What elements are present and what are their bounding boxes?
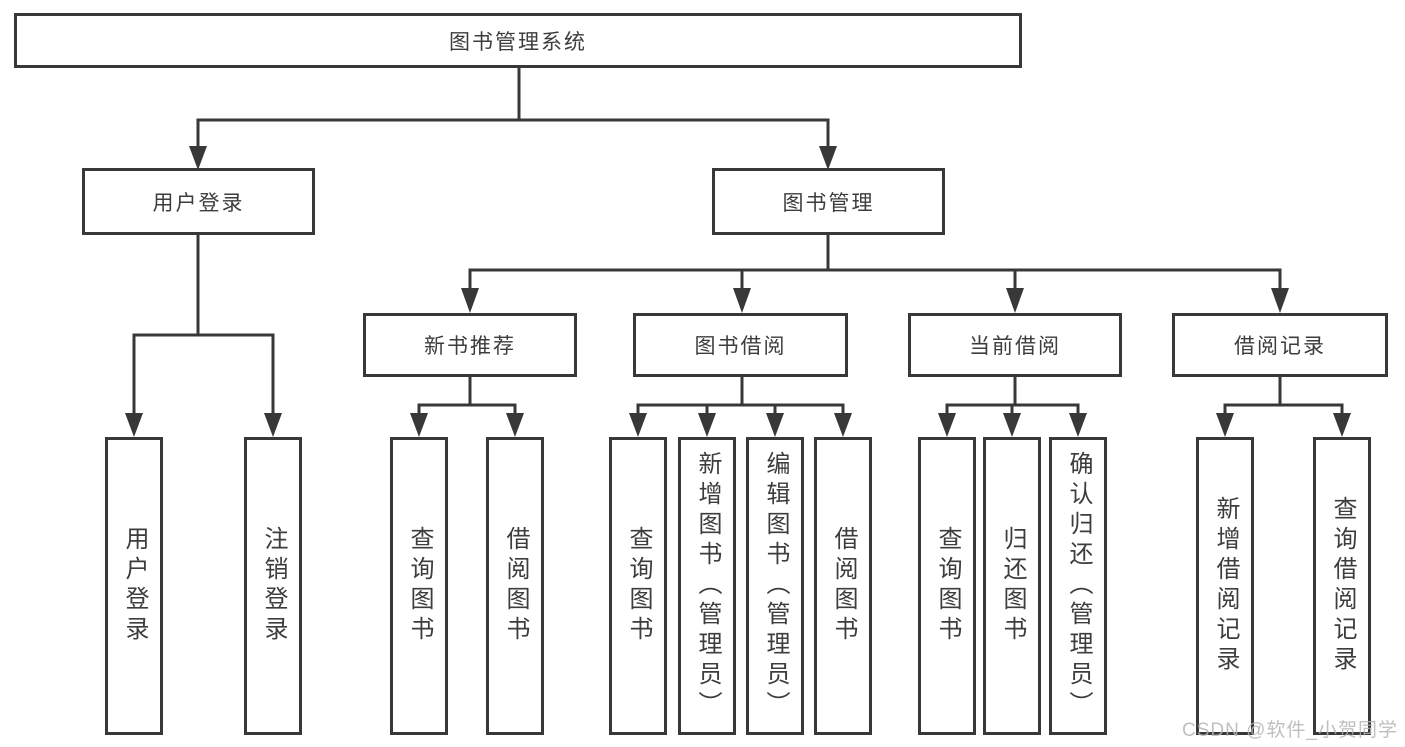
node-leaf-login-label: 用户登录 (121, 526, 148, 646)
node-leaf-logout-label: 注销登录 (260, 526, 287, 646)
node-leaf-bb-add-books-admin-label: 新增图书（管理员） (694, 451, 721, 721)
node-leaf-bb-edit-books-admin: 编辑图书（管理员） (746, 437, 804, 735)
node-borrow-records: 借阅记录 (1172, 313, 1388, 377)
node-book-borrow-label: 图书借阅 (694, 335, 787, 358)
node-leaf-br-query-record-label: 查询借阅记录 (1329, 496, 1356, 676)
node-leaf-bb-edit-books-admin-label: 编辑图书（管理员） (762, 451, 789, 721)
node-leaf-bb-query-books-label: 查询图书 (625, 526, 652, 646)
node-new-book-recommend: 新书推荐 (363, 313, 577, 377)
node-leaf-nbr-query-books: 查询图书 (390, 437, 448, 735)
node-borrow-records-label: 借阅记录 (1234, 335, 1326, 358)
node-book-borrow: 图书借阅 (633, 313, 848, 377)
node-leaf-br-add-record-label: 新增借阅记录 (1212, 496, 1239, 676)
node-book-management: 图书管理 (712, 168, 945, 235)
node-leaf-nbr-borrow-books: 借阅图书 (486, 437, 544, 735)
node-leaf-cb-query-books: 查询图书 (918, 437, 976, 735)
node-current-borrow-label: 当前借阅 (969, 335, 1061, 358)
node-leaf-login: 用户登录 (105, 437, 163, 735)
node-leaf-cb-confirm-return-admin-label: 确认归还（管理员） (1065, 451, 1092, 721)
node-leaf-bb-borrow-books: 借阅图书 (814, 437, 872, 735)
node-leaf-bb-query-books: 查询图书 (609, 437, 667, 735)
node-book-management-label: 图书管理 (782, 191, 875, 215)
watermark-text: CSDN @软件_小贺同学 (1182, 720, 1398, 741)
node-leaf-logout: 注销登录 (244, 437, 302, 735)
node-root-label: 图书管理系统 (449, 30, 587, 54)
node-leaf-cb-return-books-label: 归还图书 (999, 526, 1026, 646)
node-leaf-nbr-query-books-label: 查询图书 (406, 526, 433, 646)
node-leaf-bb-borrow-books-label: 借阅图书 (830, 526, 857, 646)
node-leaf-bb-add-books-admin: 新增图书（管理员） (678, 437, 736, 735)
node-leaf-cb-query-books-label: 查询图书 (934, 526, 961, 646)
node-leaf-cb-confirm-return-admin: 确认归还（管理员） (1049, 437, 1107, 735)
node-leaf-br-add-record: 新增借阅记录 (1196, 437, 1254, 735)
node-root: 图书管理系统 (14, 13, 1022, 68)
node-leaf-cb-return-books: 归还图书 (983, 437, 1041, 735)
node-leaf-nbr-borrow-books-label: 借阅图书 (502, 526, 529, 646)
node-leaf-br-query-record: 查询借阅记录 (1313, 437, 1371, 735)
node-user-login-label: 用户登录 (152, 191, 245, 215)
node-current-borrow: 当前借阅 (908, 313, 1122, 377)
node-new-book-recommend-label: 新书推荐 (424, 335, 516, 358)
node-user-login: 用户登录 (82, 168, 315, 235)
